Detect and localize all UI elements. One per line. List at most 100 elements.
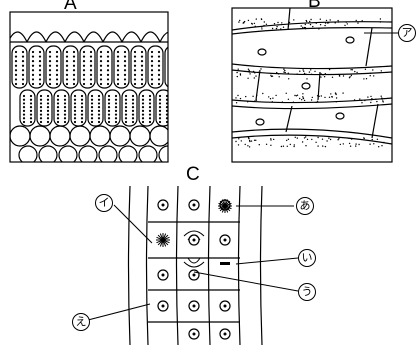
chloroplast-dot — [49, 51, 51, 53]
granule-dot — [305, 74, 306, 75]
granule-dot — [321, 95, 322, 96]
granule-dot — [325, 73, 326, 74]
granule-dot — [330, 93, 331, 94]
granule-dot — [339, 75, 340, 76]
chloroplast-dot — [66, 69, 68, 71]
granule-dot — [260, 68, 261, 69]
chloroplast-dot — [134, 55, 136, 57]
granule-dot — [330, 139, 331, 140]
granule-dot — [236, 102, 237, 103]
granule-dot — [370, 73, 371, 74]
chloroplast-dot — [166, 117, 168, 119]
chloroplast-dot — [107, 51, 109, 53]
granule-dot — [251, 23, 252, 24]
chloroplast-dot — [183, 113, 185, 115]
chloroplast-dot — [158, 78, 160, 80]
chloroplast-dot — [100, 78, 102, 80]
granule-dot — [305, 145, 306, 146]
palisade-cell — [131, 46, 146, 88]
granule-dot — [274, 23, 275, 24]
nucleolus-dot — [224, 333, 227, 336]
granule-dot — [266, 144, 267, 145]
granule-dot — [249, 71, 250, 72]
chloroplast-dot — [47, 121, 49, 123]
chloroplast-dot — [124, 74, 126, 76]
chloroplast-dot — [117, 69, 119, 71]
chloroplast-dot — [149, 113, 151, 115]
granule-dot — [288, 99, 289, 100]
chloroplast-dot — [47, 102, 49, 104]
chloroplast-dot — [115, 99, 117, 101]
chloroplast-dot — [47, 110, 49, 112]
granule-dot — [238, 138, 239, 139]
granule-dot — [247, 78, 248, 79]
granule-dot — [328, 22, 329, 23]
chloroplast-dot — [30, 102, 32, 104]
chloroplast-dot — [117, 51, 119, 53]
round-cell — [79, 146, 97, 164]
granule-dot — [253, 71, 254, 72]
granule-dot — [372, 139, 373, 140]
granule-dot — [294, 144, 295, 145]
granule-dot — [237, 95, 238, 96]
chloroplast-dot — [81, 121, 83, 123]
granule-dot — [283, 71, 284, 72]
chloroplast-dot — [39, 83, 41, 85]
callout-a-kana: ア — [398, 24, 416, 42]
palisade-cell — [156, 90, 171, 126]
chloroplast-dot — [183, 106, 185, 108]
round-cell — [39, 146, 57, 164]
cell-wall — [232, 104, 392, 109]
granule-dot — [352, 69, 353, 70]
granule-dot — [355, 143, 356, 144]
chloroplast-dot — [81, 110, 83, 112]
chloroplast-dot — [142, 113, 144, 115]
chloroplast-dot — [141, 78, 143, 80]
palisade-cell — [80, 46, 95, 88]
granule-dot — [350, 69, 351, 70]
granule-dot — [370, 96, 371, 97]
granule-dot — [303, 71, 304, 72]
epidermis-cell — [122, 32, 141, 42]
granule-dot — [378, 146, 379, 147]
granule-dot — [328, 138, 329, 139]
chloroplast-dot — [125, 113, 127, 115]
chloroplast-dot — [47, 106, 49, 108]
chloroplast-dot — [74, 95, 76, 97]
chloroplast-dot — [132, 110, 134, 112]
chloroplast-dot — [66, 51, 68, 53]
granule-dot — [383, 101, 384, 102]
chloroplast-dot — [90, 65, 92, 67]
chloroplast-dot — [73, 83, 75, 85]
granule-dot — [235, 97, 236, 98]
granule-dot — [347, 23, 348, 24]
granule-dot — [285, 72, 286, 73]
chloroplast-dot — [64, 117, 66, 119]
chloroplast-dot — [83, 51, 85, 53]
epidermis-cell — [8, 32, 27, 42]
granule-dot — [348, 138, 349, 139]
panel-a-tissue-diagram — [8, 12, 188, 164]
chloroplast-dot — [90, 83, 92, 85]
chloroplast-dot — [100, 74, 102, 76]
chloroplast-dot — [124, 78, 126, 80]
granule-dot — [296, 95, 297, 96]
granule-dot — [380, 21, 381, 22]
chloroplast-dot — [30, 106, 32, 108]
granule-dot — [312, 26, 313, 27]
granule-dot — [276, 72, 277, 73]
palisade-cell — [88, 90, 103, 126]
chloroplast-dot — [49, 55, 51, 57]
granule-dot — [356, 20, 357, 21]
chloroplast-dot — [149, 102, 151, 104]
chloroplast-dot — [117, 55, 119, 57]
chloroplast-dot — [74, 117, 76, 119]
palisade-cell — [122, 90, 137, 126]
granule-dot — [359, 98, 360, 99]
granule-dot — [329, 69, 330, 70]
granule-dot — [249, 73, 250, 74]
granule-dot — [343, 143, 344, 144]
chloroplast-dot — [81, 99, 83, 101]
round-cell — [99, 146, 117, 164]
granule-dot — [329, 97, 330, 98]
